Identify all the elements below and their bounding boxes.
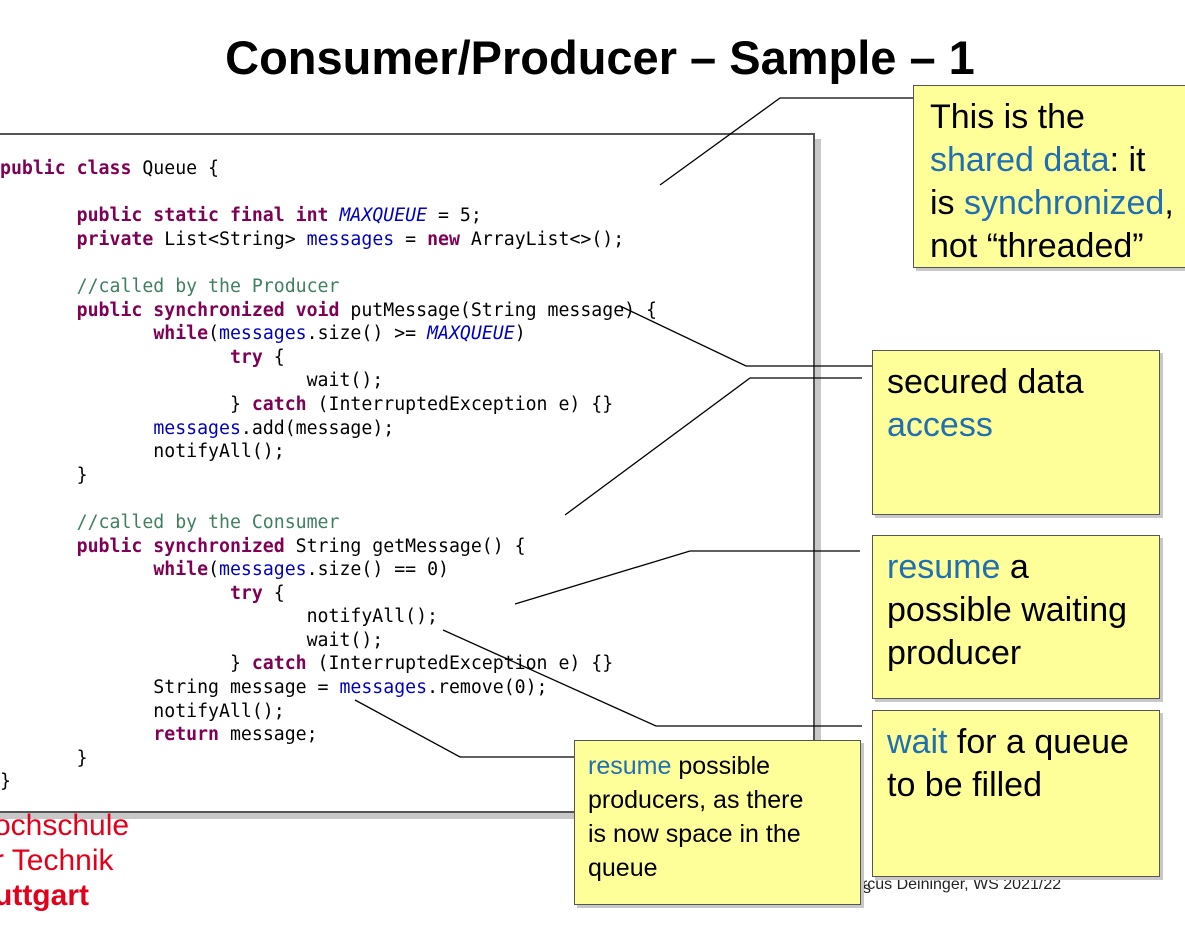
callout-text: is now space in the: [588, 820, 801, 848]
code-line-try: try {: [229, 346, 285, 368]
callout-text: queue: [588, 854, 658, 882]
slide-title: Consumer/Producer – Sample – 1: [225, 31, 975, 84]
callout-text: is: [930, 184, 964, 222]
callout-text: to be filled: [887, 766, 1042, 804]
callout-highlight: resume: [588, 752, 672, 780]
code-line-add: messages.add(message);: [153, 417, 395, 439]
logo-line-3: uttgart: [0, 879, 89, 912]
code-line-close-brace: }: [0, 464, 88, 486]
callout-shared-data: This is the shared data: it is synchroni…: [913, 85, 1185, 268]
footer-info-line-2: arcus Deininger, WS 2021/22: [853, 876, 1062, 893]
callout-highlight: synchronized: [964, 184, 1165, 222]
code-line-get-decl: public synchronized String getMessage() …: [76, 535, 526, 557]
code-line-while-full: while(messages.size() >= MAXQUEUE): [153, 323, 526, 345]
code-line-put-decl: public synchronized void putMessage(Stri…: [76, 299, 657, 321]
university-logo: ochschule r Technik uttgart: [0, 808, 129, 913]
code-line-comment-producer: //called by the Producer: [76, 275, 340, 297]
code-line-messages-field: private List<String> messages = new Arra…: [76, 228, 625, 250]
code-line-notifyall: notifyAll();: [0, 606, 438, 628]
code-line-catch: } catch (InterruptedException e) {}: [0, 393, 614, 415]
callout-highlight: shared data: [930, 141, 1110, 179]
callout-text: not “threaded”: [930, 227, 1144, 265]
connector-resume-producer: [514, 550, 860, 605]
connector-secured-put: [619, 305, 872, 367]
connector-shared-data: [659, 97, 913, 186]
code-panel: [0, 133, 815, 813]
callout-highlight: resume: [887, 548, 1001, 586]
connector-resume-possible: [354, 699, 574, 758]
callout-text: a: [1000, 548, 1029, 586]
code-line-comment-consumer: //called by the Consumer: [76, 511, 340, 533]
callout-text: : it: [1109, 141, 1146, 179]
callout-resume-producer: resume a possible waiting producer: [872, 535, 1160, 699]
code-line-wait: wait();: [0, 370, 384, 392]
code-line-return: return message;: [153, 724, 318, 746]
callout-text: This is the: [930, 98, 1085, 136]
callout-highlight: access: [887, 406, 993, 444]
code-line-notifyall: notifyAll();: [0, 441, 285, 463]
callout-text: secured data: [887, 363, 1084, 401]
code-line-try: try {: [229, 582, 285, 604]
callout-text: producers, as there: [588, 786, 804, 814]
callout-text: possible waiting: [887, 591, 1128, 629]
logo-line-2: r Technik: [0, 844, 114, 877]
callout-text: ,: [1164, 184, 1174, 222]
callout-highlight: wait: [887, 723, 948, 761]
code-line-class-close: }: [0, 771, 11, 793]
connector-secured-get: [564, 377, 862, 516]
callout-wait-queue: wait for a queue to be filled: [872, 710, 1160, 877]
code-line-maxqueue: public static final int MAXQUEUE = 5;: [76, 205, 482, 227]
code-line-class-decl: public class Queue {: [0, 158, 220, 179]
callout-secured-access: secured data access: [872, 350, 1160, 515]
code-block: public class Queue { public static final…: [0, 157, 657, 794]
code-line-wait: wait();: [0, 629, 384, 651]
connector-wait-queue: [442, 629, 862, 727]
callout-text: producer: [887, 634, 1022, 672]
code-line-close-brace: }: [0, 747, 88, 769]
code-line-while-empty: while(messages.size() == 0): [153, 559, 449, 581]
callout-resume-possible: resume possible producers, as there is n…: [574, 740, 861, 905]
code-line-notifyall: notifyAll();: [0, 700, 285, 722]
code-line-remove: String message = messages.remove(0);: [0, 677, 548, 699]
code-line-catch: } catch (InterruptedException e) {}: [0, 653, 614, 675]
callout-text: for a queue: [947, 723, 1129, 761]
callout-text: possible: [671, 752, 771, 780]
logo-line-1: ochschule: [0, 809, 130, 842]
